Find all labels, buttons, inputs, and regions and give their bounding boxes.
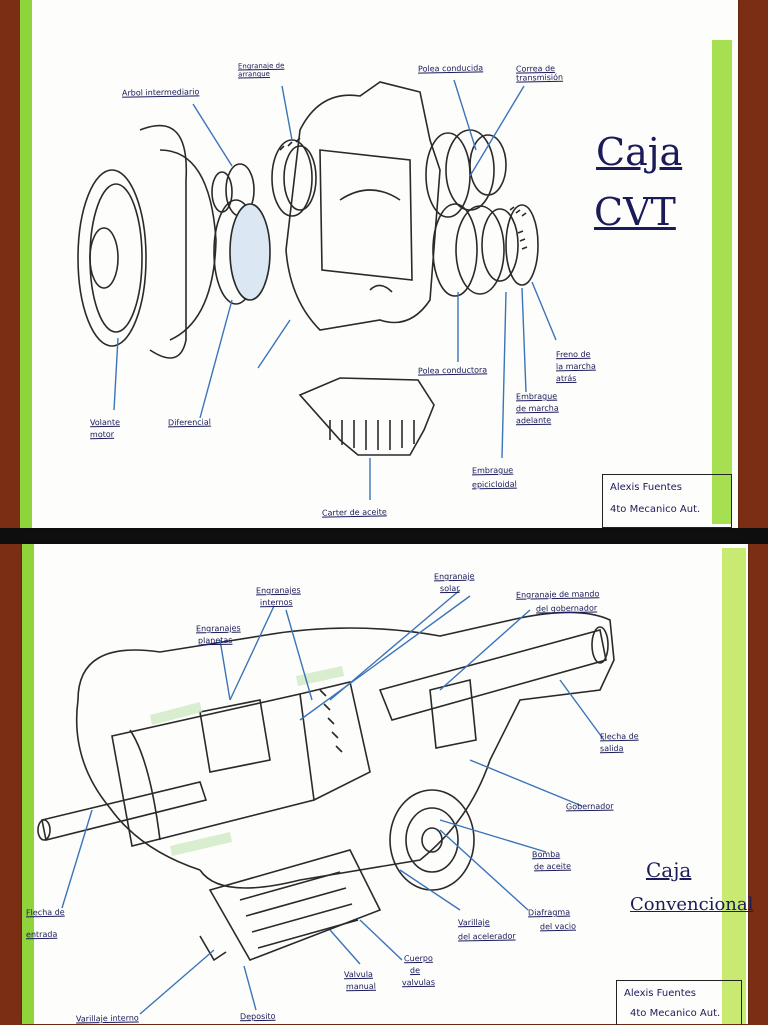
conventional-title-line2: Convencional (630, 894, 754, 915)
label-deposito: Deposito (239, 1011, 276, 1022)
label-engranajes-planetas-1: Engranajes (195, 623, 241, 634)
cvt-title-line1: Caja (596, 130, 683, 174)
sheet-gap (0, 528, 768, 544)
label-cuerpo-valvulas-3: valvulas (401, 977, 436, 988)
label-polea-conducida: Polea conducida (417, 63, 484, 74)
label-diafragma-1: Diafragma (527, 907, 571, 918)
label-embrague-epicicloidal-2: epicicloidal (471, 479, 517, 490)
label-valvula-manual-2: manual (345, 981, 377, 992)
label-embrague-adelante-1: Embrague (515, 391, 558, 402)
conventional-title-line1: Caja (646, 858, 692, 882)
label-bomba-1: Bomba (531, 849, 561, 860)
cvt-title-line2: CVT (594, 190, 676, 234)
label-cuerpo-valvulas-2: de (409, 965, 421, 976)
label-engranajes-internos-2: internos (259, 597, 293, 608)
label-volante: Volante (89, 417, 121, 428)
flywheel-ring (89, 183, 143, 333)
label-motor: motor (89, 429, 115, 440)
label-arbol-intermediario: Arbol intermediario (121, 87, 200, 98)
flywheel-outer (77, 169, 147, 347)
label-gobernador: Gobernador (565, 801, 614, 812)
label-embrague-adelante-2: de marcha (515, 403, 559, 414)
label-freno-2: la marcha (555, 361, 596, 372)
label-freno-3: atrás (555, 373, 577, 384)
label-varillaje-acelerador-2: del acelerador (457, 931, 516, 942)
signature-box (602, 474, 732, 528)
label-engranaje-solar-1: Engranaje (433, 571, 475, 582)
label-valvula-manual-1: Valvula (343, 969, 373, 980)
label-engranajes-planetas-2: planetas (197, 635, 233, 646)
label-diafragma-2: del vacio (539, 921, 576, 932)
signature-name: Alexis Fuentes (610, 482, 682, 493)
label-flecha-entrada-2: entrada (25, 929, 58, 940)
label-freno-1: Freno de (555, 349, 591, 360)
label-flecha-salida-2: salida (599, 743, 624, 754)
label-varillaje-acelerador-1: Varillaje (457, 917, 490, 928)
green-paper-edge (712, 40, 732, 524)
signature-course: 4to Mecanico Aut. (630, 1008, 721, 1019)
cvt-sketch (77, 81, 539, 456)
label-engranaje-mando-1: Engranaje de mando (515, 589, 600, 600)
label-bomba-2: de aceite (533, 861, 572, 872)
label-cuerpo-valvulas-1: Cuerpo (403, 953, 433, 964)
conventional-green-highlights (150, 666, 344, 856)
label-varillaje-interno: Varillaje interno (75, 1013, 139, 1024)
label-embrague-epicicloidal-1: Embrague (471, 465, 514, 476)
conventional-sketch (37, 611, 615, 962)
label-flecha-salida-1: Flecha de (599, 731, 639, 742)
green-paper-edge (722, 548, 746, 1024)
label-polea-conductora: Polea conductora (417, 365, 488, 376)
label-engranajes-internos-1: Engranajes (255, 585, 301, 596)
label-engranaje-mando-2: del gobernador (535, 603, 598, 614)
signature-box (616, 980, 742, 1025)
label-diferencial: Diferencial (167, 417, 212, 428)
signature-name: Alexis Fuentes (624, 988, 696, 999)
green-paper-edge (20, 0, 32, 528)
label-carter: Carter de aceite (321, 507, 387, 518)
signature-course: 4to Mecanico Aut. (610, 504, 701, 515)
label-flecha-entrada-1: Flecha de (25, 907, 65, 918)
label-engranaje-solar-2: solar (439, 583, 460, 594)
flywheel-hub (89, 227, 119, 289)
label-correa-transmision: Correa de transmisión (515, 63, 564, 83)
conventional-leader-lines (61, 589, 605, 1015)
label-embrague-adelante-3: adelante (515, 415, 552, 426)
cvt-leader-lines (113, 79, 557, 500)
green-paper-edge (22, 544, 34, 1024)
label-engranaje-arranque: Engranaje de arranque (237, 61, 285, 79)
